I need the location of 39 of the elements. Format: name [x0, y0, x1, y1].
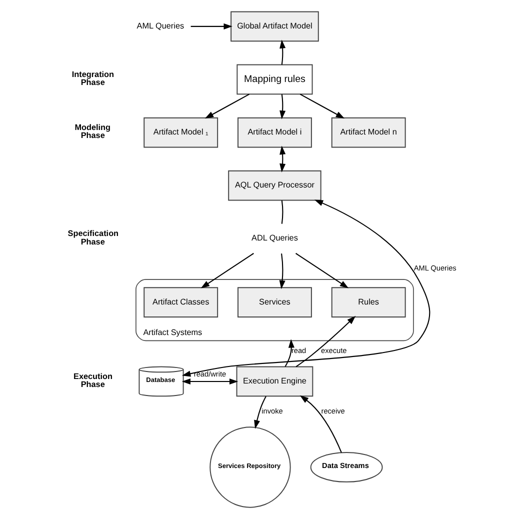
arrow [182, 200, 430, 377]
node-ellipse: Data Streams [310, 452, 383, 482]
arrow [280, 94, 286, 120]
arrow [300, 94, 345, 119]
edge-label: read/write [194, 370, 226, 379]
arrow [284, 339, 294, 367]
label: Execution Phase [74, 372, 112, 390]
edge-label: AML Queries [414, 264, 456, 273]
node-box: Execution Engine [236, 366, 314, 397]
node-box: AQL Query Processor [228, 170, 322, 201]
arrow [190, 23, 232, 30]
node-box: Rules [331, 287, 406, 318]
edge-label: execute [321, 346, 347, 356]
node-box: Artifact Model i [237, 117, 312, 148]
arrow [296, 316, 356, 368]
node-box: Services [237, 287, 312, 318]
arrow [279, 253, 286, 290]
node-text: AML Queries [136, 21, 184, 30]
node-box: Global Artifact Model [230, 11, 319, 42]
arrow [280, 40, 286, 65]
arrow [280, 146, 286, 172]
arrow [204, 94, 250, 119]
node-box: Mapping rules [236, 64, 313, 95]
label: Specification Phase [68, 229, 119, 246]
label: Integration Phase [72, 70, 114, 88]
edge-label: read [291, 346, 306, 356]
label: Modeling Phase [74, 123, 111, 140]
connector [281, 200, 284, 224]
arrow [254, 396, 266, 429]
node-box: Artifact Model ₁ [144, 117, 218, 148]
node-box: Artifact Model n [331, 117, 406, 148]
edge-label: receive [321, 406, 345, 416]
node-text: ADL Queries [252, 234, 298, 243]
arrow [300, 395, 342, 453]
node-box: Artifact Classes [144, 287, 218, 318]
arrow [182, 378, 238, 385]
arrow [200, 252, 254, 288]
edge-label: invoke [262, 406, 283, 416]
arrow [295, 252, 349, 288]
